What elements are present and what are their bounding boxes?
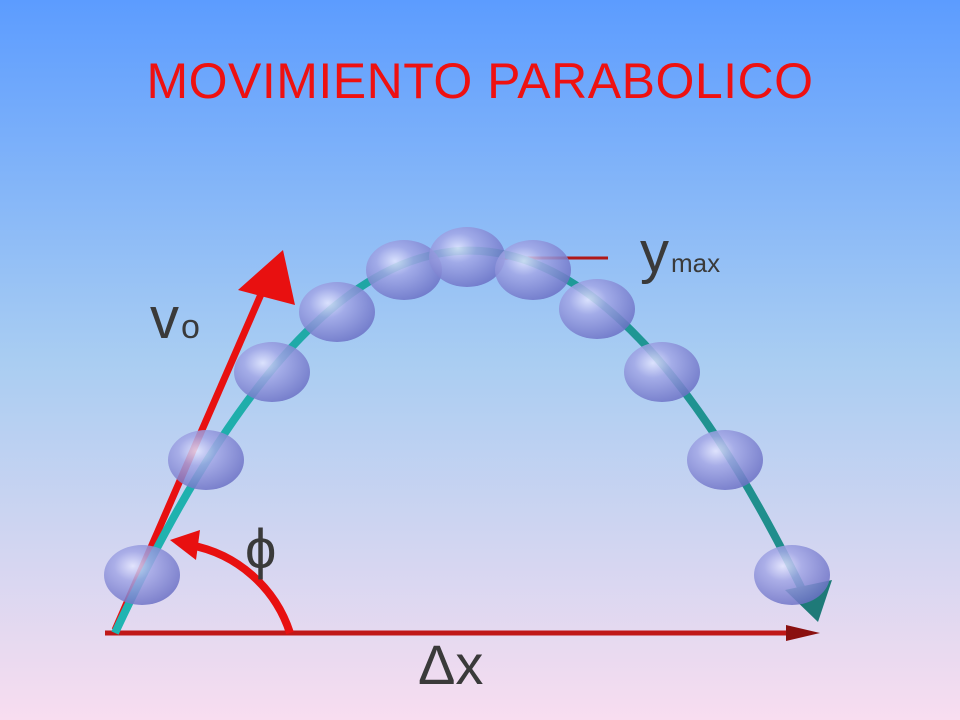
range-label: Δx	[418, 633, 483, 696]
velocity-label: vo	[150, 286, 200, 351]
ball	[495, 240, 571, 300]
ball	[754, 545, 830, 605]
range-arrow	[105, 625, 820, 641]
ball	[429, 227, 505, 287]
ball	[234, 342, 310, 402]
ball	[559, 279, 635, 339]
ball-markers	[104, 227, 830, 605]
angle-arc	[170, 530, 294, 635]
angle-label: ϕ	[245, 517, 276, 580]
ball	[104, 545, 180, 605]
ball	[168, 430, 244, 490]
ball	[299, 282, 375, 342]
ball	[624, 342, 700, 402]
ball	[687, 430, 763, 490]
ymax-label: ymax	[640, 220, 720, 285]
ball	[366, 240, 442, 300]
slide-title: MOVIMIENTO PARABOLICO	[146, 53, 814, 109]
